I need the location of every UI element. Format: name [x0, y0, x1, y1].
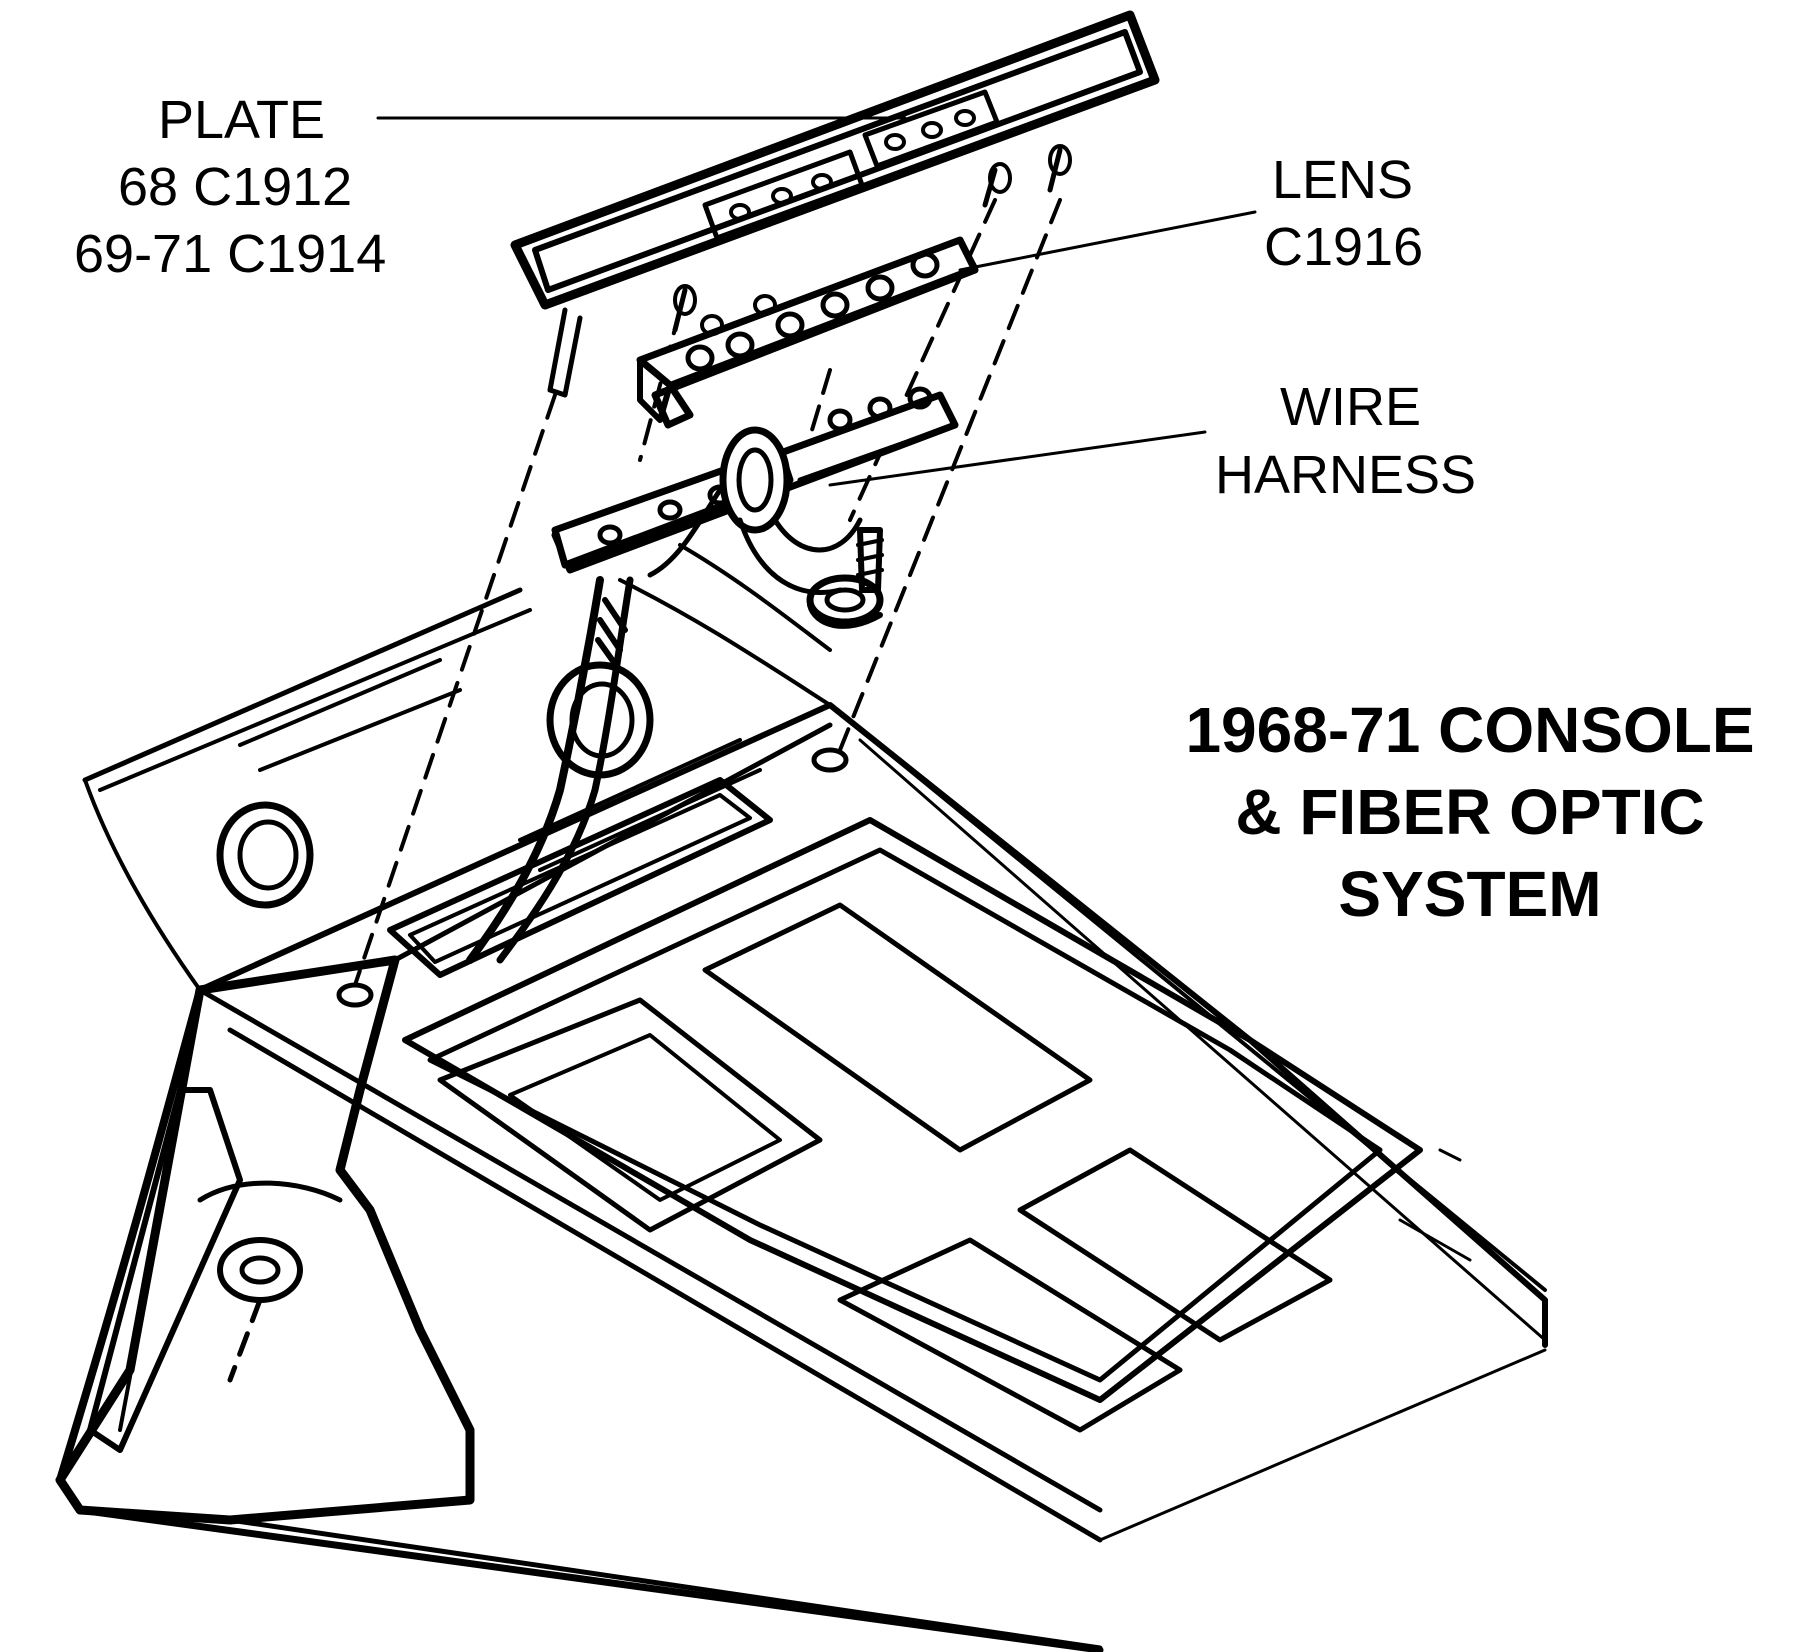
lens-strip	[636, 236, 979, 429]
console-front-recess	[87, 1087, 343, 1453]
wire-harness-label-line2: HARNESS	[1215, 445, 1477, 505]
console-rear-panel	[82, 543, 849, 1008]
console-storage-panels	[402, 817, 1423, 1433]
plate-part-68: 68 C1912	[118, 157, 353, 217]
retaining-screw	[806, 527, 884, 629]
diagram-title-line3: SYSTEM	[1338, 858, 1602, 930]
diagram-title-line1: 1968-71 CONSOLE	[1185, 694, 1755, 766]
plate-label: PLATE	[158, 90, 326, 150]
shifter-opening	[387, 738, 773, 978]
plate-part-69-71: 69-71 C1914	[74, 224, 387, 284]
lens-leader-line	[958, 210, 1257, 272]
diagram-title-line2: & FIBER OPTIC	[1235, 776, 1705, 848]
wire-harness-block	[466, 386, 959, 964]
lens-label: LENS	[1272, 150, 1414, 210]
callout-leaders	[376, 116, 1257, 487]
trim-plate	[510, 10, 1160, 398]
wire-harness-label-line1: WIRE	[1280, 377, 1421, 437]
lens-part-number: C1916	[1264, 217, 1424, 277]
harness-leader-line	[828, 430, 1207, 487]
